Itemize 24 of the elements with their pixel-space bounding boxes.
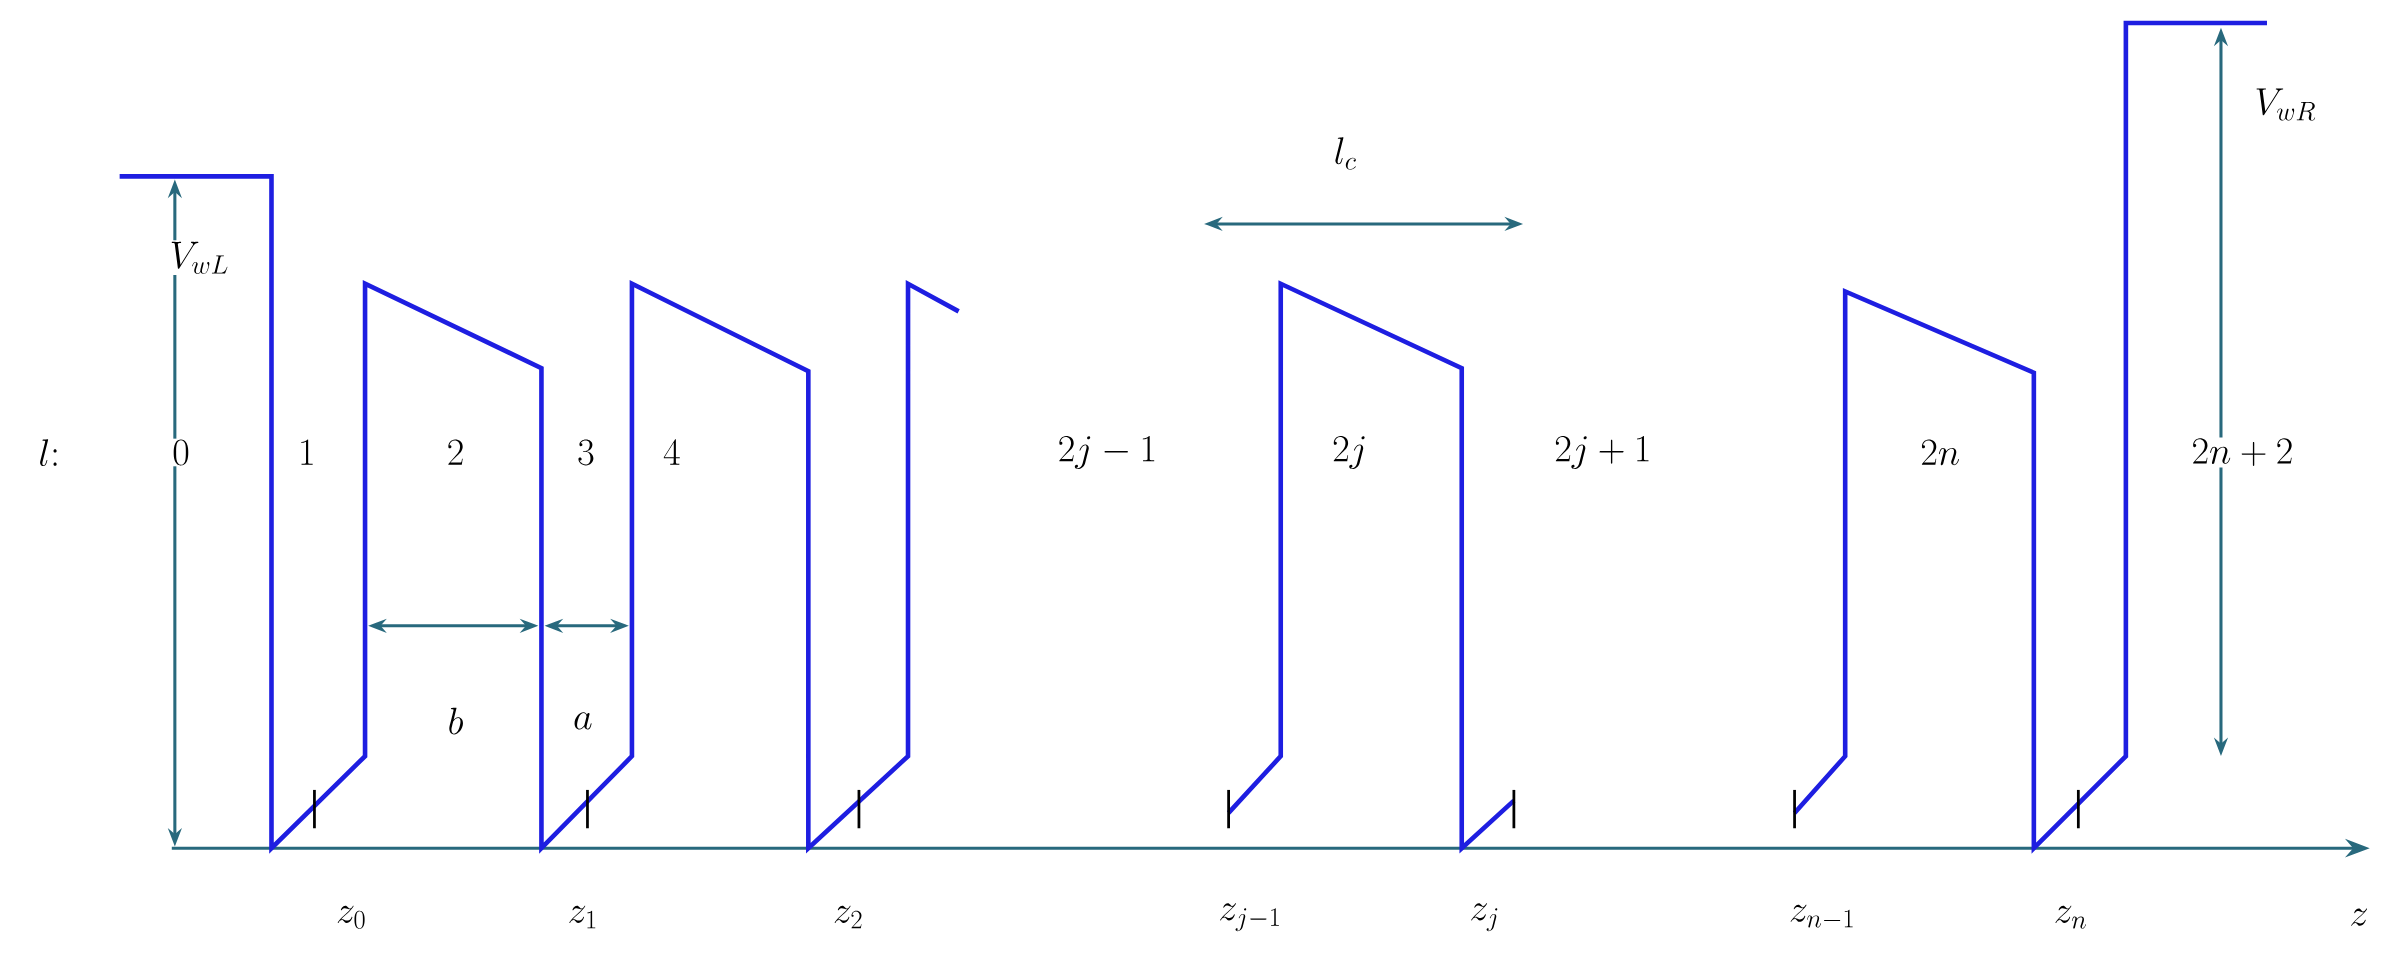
position-label: $z_{j-1}$ [1216, 901, 1284, 933]
region-index: $2j-1$ [1056, 434, 1159, 471]
region-index: $2n$ [1918, 438, 1962, 467]
position-label: $z_{n-1}$ [1787, 903, 1857, 931]
length-label: $b$ [446, 706, 466, 736]
region-index: $3$ [575, 438, 597, 467]
region-index: $1$ [296, 438, 318, 467]
region-label: $l\colon$ [36, 437, 62, 468]
position-label: $z_2$ [831, 904, 865, 930]
potential-label: $V_{wR}$ [2252, 86, 2318, 122]
potential-label: $V_{wL}$ [168, 240, 231, 276]
length-label: $a$ [571, 711, 595, 731]
length-label: $l_c$ [1332, 135, 1359, 171]
region-index: $0$ [170, 438, 192, 467]
region-index: $2j+1$ [1552, 434, 1653, 471]
position-label: $z_1$ [566, 904, 600, 930]
position-label: $z_0$ [334, 904, 368, 930]
axis-label: $z$ [2347, 907, 2371, 927]
region-index: $4$ [661, 438, 683, 467]
region-index: $2n+2$ [2190, 437, 2295, 468]
position-label: $z_n$ [2052, 904, 2089, 930]
region-index: $2j$ [1330, 434, 1369, 471]
position-label: $z_j$ [1468, 901, 1502, 933]
region-index: $2$ [445, 438, 466, 467]
